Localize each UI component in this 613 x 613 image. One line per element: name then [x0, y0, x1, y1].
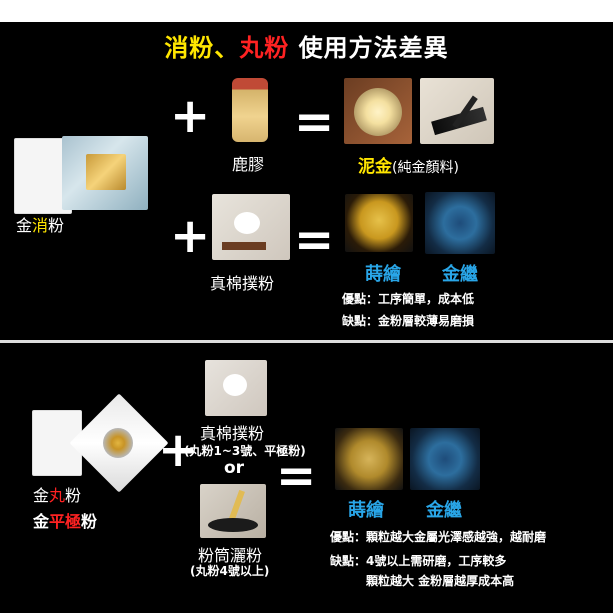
page-title: 消粉、丸粉 使用方法差異 — [0, 28, 613, 63]
title-part-1: 消粉 — [164, 34, 215, 62]
gold-leaf-image — [62, 136, 148, 210]
bottom-left-label-2: 金平極粉 — [33, 512, 98, 531]
gold-paint-label: 泥金(純金顏料) — [358, 157, 459, 177]
top-white-bar — [0, 0, 613, 22]
result-maki-e-bottom: 蒔繪 — [348, 500, 384, 521]
plus-operator-1: + — [170, 88, 211, 144]
deer-glue-label: 鹿膠 — [232, 155, 265, 174]
lacquer-gold-cup-image — [345, 194, 413, 252]
deer-glue-bottle-image — [232, 78, 268, 142]
powder-tube-image — [200, 484, 266, 538]
result-maki-e-top: 蒔繪 — [365, 264, 401, 285]
gold-paint-dish-image — [344, 78, 412, 144]
top-cons: 缺點：金粉層較薄易磨損 — [342, 314, 475, 328]
bottom-left-label-1: 金丸粉 — [33, 486, 82, 505]
equals-operator-2: = — [294, 212, 335, 268]
result-kintsugi-top: 金繼 — [442, 264, 478, 285]
bottom-cons-1: 缺點：4號以上需研磨，工序較多 — [330, 554, 507, 568]
tool-1-note: (丸粉1~3號、平極粉) — [184, 444, 306, 458]
gold-powder-pile-image — [103, 428, 133, 458]
result-kintsugi-bottom: 金繼 — [426, 500, 462, 521]
cotton-powdering-bottom-image — [205, 360, 267, 416]
maki-e-box-image — [335, 428, 403, 490]
equals-operator-1: = — [294, 94, 335, 150]
title-sep: 、 — [214, 34, 240, 62]
title-part-3: 使用方法差異 — [289, 34, 449, 62]
equals-operator-bottom: = — [276, 448, 317, 504]
bottom-pros: 優點：顆粒越大金屬光澤感越強，越耐磨 — [330, 530, 547, 544]
kintsugi-bowl-image — [425, 192, 495, 254]
top-left-label: 金消粉 — [16, 216, 65, 235]
tool-2-note: (丸粉4號以上) — [190, 564, 270, 578]
gold-painting-image — [420, 78, 494, 144]
bottom-cons-2: 顆粒越大 金粉層越厚成本高 — [366, 574, 515, 588]
tool-2-label: 粉筒灑粉 — [198, 546, 263, 565]
plus-operator-2: + — [170, 208, 211, 264]
plus-operator-bottom: + — [158, 422, 199, 478]
title-part-2: 丸粉 — [239, 34, 290, 62]
cotton-powdering-image — [212, 194, 290, 260]
section-divider — [0, 340, 613, 343]
cotton-powdering-label: 真棉撲粉 — [210, 274, 275, 293]
tool-1-label: 真棉撲粉 — [200, 424, 265, 443]
kintsugi-bowl-bottom-image — [410, 428, 480, 490]
top-pros: 優點：工序簡單，成本低 — [342, 292, 475, 306]
or-label: or — [224, 458, 245, 478]
